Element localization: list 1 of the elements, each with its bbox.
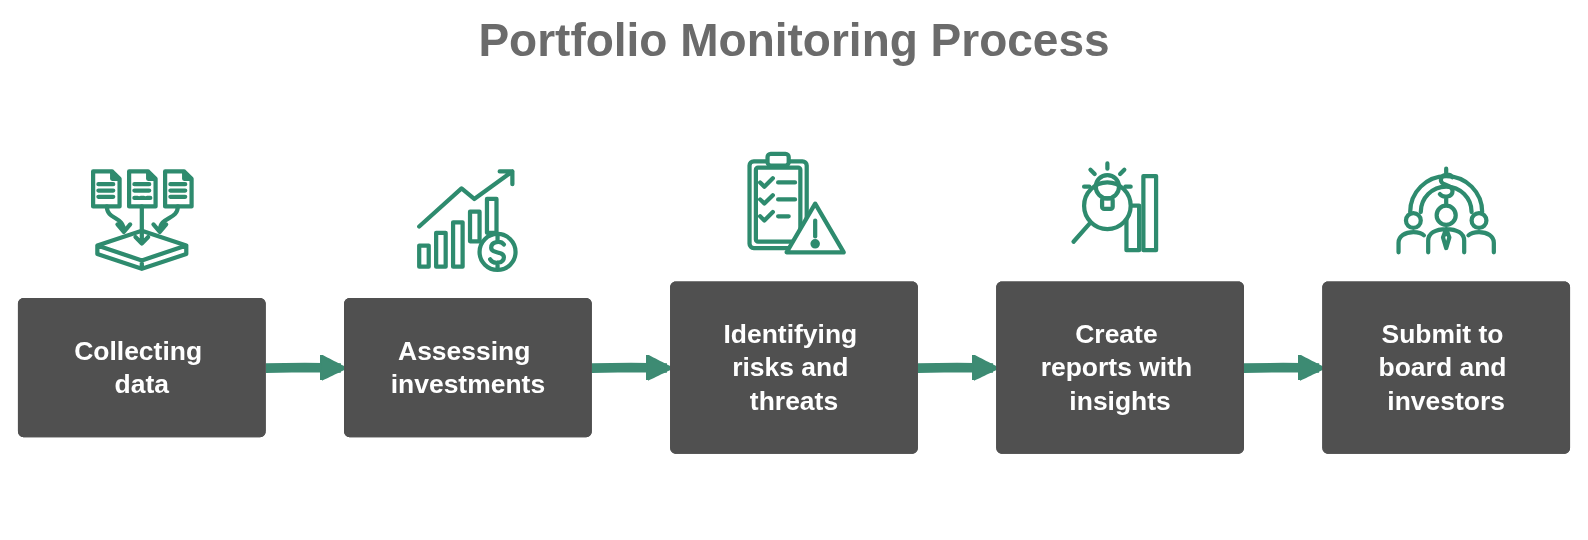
title: Portfolio Monitoring Process bbox=[477, 13, 1111, 68]
